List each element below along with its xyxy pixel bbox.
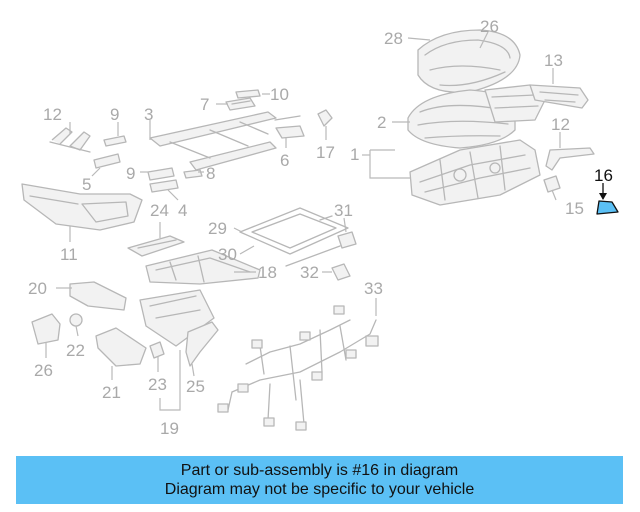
highlighted-part-16 <box>596 200 619 215</box>
label-31: 31 <box>334 201 353 220</box>
info-banner: Part or sub-assembly is #16 in diagram D… <box>16 456 623 504</box>
seat-pan-part <box>407 84 546 149</box>
label-22: 22 <box>66 341 85 360</box>
label-27: 26 <box>480 17 499 36</box>
cover-part-6 <box>274 109 333 139</box>
bracket-part-12 <box>49 127 91 153</box>
label-15: 15 <box>565 199 584 218</box>
label-25: 25 <box>186 377 205 396</box>
label-21: 21 <box>102 383 121 402</box>
label-26: 26 <box>34 361 53 380</box>
trim-parts-21-22-26 <box>31 313 147 367</box>
label-7: 7 <box>200 95 209 114</box>
label-18: 18 <box>258 263 277 282</box>
seat-rail-part <box>127 235 261 285</box>
label-17: 17 <box>316 143 335 162</box>
label-19: 19 <box>160 419 179 438</box>
mat-part <box>239 207 349 267</box>
side-trim-part <box>21 183 143 231</box>
label-14: 13 <box>544 51 563 70</box>
label-23: 23 <box>148 375 167 394</box>
cover-part-20 <box>69 281 127 311</box>
module-part-31-32 <box>331 231 357 281</box>
parts-diagram: 28 26 13 2 1 12 16 15 12 9 3 7 10 6 17 5… <box>21 17 619 438</box>
label-11: 11 <box>60 245 78 264</box>
lower-frame-part <box>139 289 219 367</box>
banner-line-2: Diagram may not be specific to your vehi… <box>164 481 475 498</box>
track-assembly-part <box>149 111 277 171</box>
seat-frame-part <box>409 139 541 206</box>
label-6: 6 <box>280 151 289 170</box>
label-29: 29 <box>208 219 227 238</box>
clip-part <box>543 175 561 193</box>
label-4: 4 <box>178 201 187 220</box>
label-32: 32 <box>300 263 319 282</box>
label-9-mid: 9 <box>126 164 135 183</box>
banner-line-1: Part or sub-assembly is #16 in diagram <box>180 462 459 479</box>
bracket-part <box>545 147 595 171</box>
trim-part-7-10 <box>225 89 261 111</box>
label-2: 2 <box>377 113 386 132</box>
label-30: 30 <box>218 245 237 264</box>
seat-cushion-part <box>417 29 521 94</box>
label-9-top: 9 <box>110 105 119 124</box>
label-33: 33 <box>364 279 383 298</box>
clip-parts-4-5-8-9 <box>93 135 203 193</box>
label-16: 16 <box>594 166 613 185</box>
label-5: 5 <box>82 175 91 194</box>
label-20: 20 <box>28 279 47 298</box>
label-3: 3 <box>144 105 153 124</box>
label-10: 10 <box>270 85 289 104</box>
label-28: 28 <box>384 29 403 48</box>
label-1: 1 <box>350 145 359 164</box>
label-24: 24 <box>150 201 169 220</box>
wiring-harness-part <box>217 305 379 431</box>
rail-part <box>529 84 589 109</box>
label-13: 12 <box>551 115 570 134</box>
label-8: 8 <box>206 164 215 183</box>
label-12: 12 <box>43 105 62 124</box>
